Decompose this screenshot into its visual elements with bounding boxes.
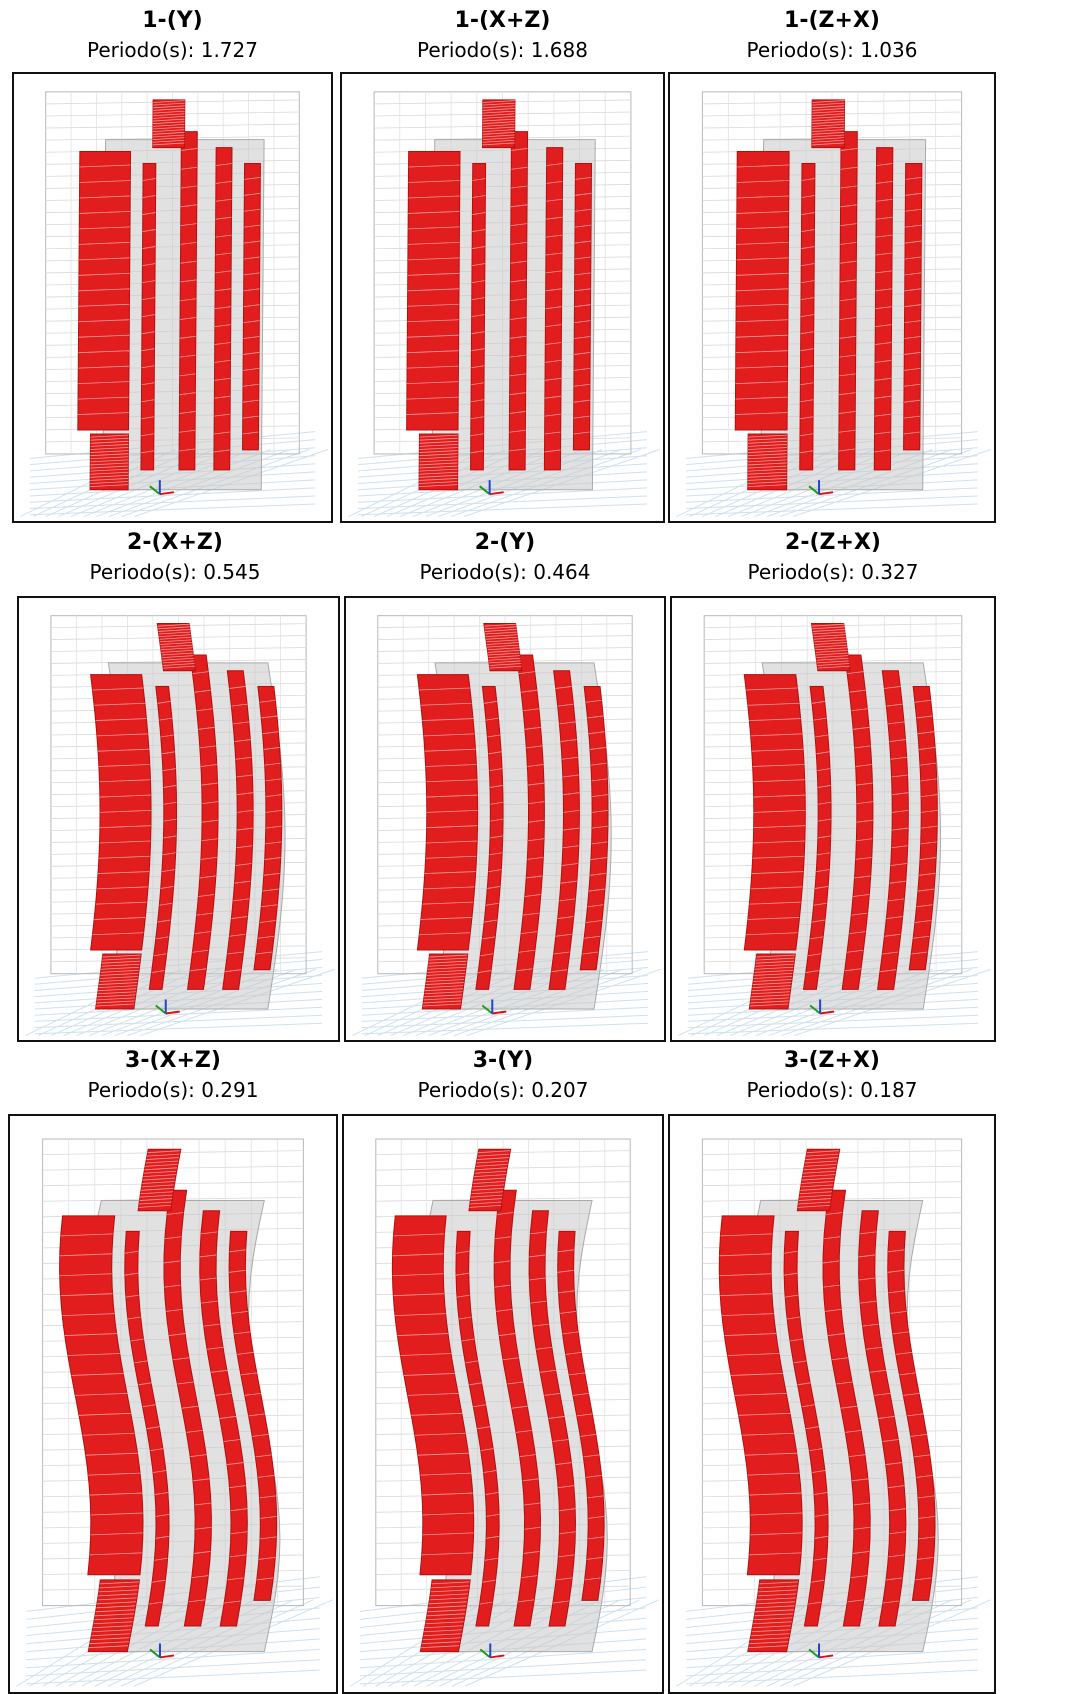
shear-wall xyxy=(178,131,198,471)
mode-shape-figure xyxy=(668,1114,996,1694)
shear-walls xyxy=(391,1148,605,1653)
mode-title: 3-(Y) xyxy=(472,1048,534,1073)
building-model-drawing xyxy=(348,91,660,518)
mode-shape-figure xyxy=(344,596,666,1042)
mode-period: Periodo(s): 0.545 xyxy=(89,560,261,584)
shear-wall xyxy=(718,1215,803,1576)
mode-panel: 3-(Y) Periodo(s): 0.207 xyxy=(342,1048,664,1694)
axis-triad xyxy=(155,999,180,1015)
mode-shape-figure xyxy=(17,596,340,1042)
mode-shape-figure xyxy=(12,72,333,523)
axis-triad xyxy=(149,480,174,496)
building-model-drawing xyxy=(678,615,991,1037)
mode-period: Periodo(s): 0.207 xyxy=(417,1078,589,1102)
mode-title: 2-(X+Z) xyxy=(127,530,223,555)
axis-triad xyxy=(481,999,507,1015)
axis-triad xyxy=(808,480,834,496)
axis-triad xyxy=(809,999,835,1015)
building-model-drawing xyxy=(20,91,328,518)
mode-title: 3-(Z+X) xyxy=(784,1048,880,1073)
shear-walls xyxy=(734,99,923,491)
shear-wall xyxy=(228,1230,278,1601)
mode-period: Periodo(s): 1.688 xyxy=(417,38,588,62)
shear-wall xyxy=(163,1189,212,1627)
axis-triad xyxy=(479,1643,505,1659)
shear-wall xyxy=(77,151,132,431)
shear-walls xyxy=(406,99,593,491)
mode-title: 1-(X+Z) xyxy=(454,8,551,33)
shear-wall xyxy=(887,1230,936,1601)
shear-walls xyxy=(90,623,283,1010)
shear-walls xyxy=(743,623,938,1010)
building-model-drawing xyxy=(350,1138,660,1687)
building-model-drawing xyxy=(352,615,661,1037)
mode-shape-figure xyxy=(340,72,665,523)
shear-wall xyxy=(858,1210,907,1627)
shear-wall xyxy=(199,1210,248,1627)
shear-walls xyxy=(77,99,261,491)
mode-panel: 3-(X+Z) Periodo(s): 0.291 xyxy=(8,1048,338,1694)
shear-wall xyxy=(90,674,152,951)
mode-panel: 1-(Y) Periodo(s): 1.727 xyxy=(10,8,335,528)
building-model-drawing xyxy=(16,1138,333,1687)
building-model-drawing xyxy=(25,615,335,1037)
mode-title: 1-(Y) xyxy=(142,8,203,33)
mode-title: 1-(Z+X) xyxy=(784,8,880,33)
shear-wall xyxy=(557,1230,605,1601)
shear-wall xyxy=(406,151,461,431)
shear-wall xyxy=(391,1215,475,1576)
shear-wall xyxy=(838,131,858,471)
mode-panel: 2-(X+Z) Periodo(s): 0.545 xyxy=(10,530,340,1045)
shear-wall xyxy=(416,674,479,951)
mode-title: 2-(Y) xyxy=(474,530,536,555)
shear-wall xyxy=(148,685,178,990)
mode-period: Periodo(s): 0.187 xyxy=(746,1078,918,1102)
mode-panel: 1-(Z+X) Periodo(s): 1.036 xyxy=(668,8,996,528)
mode-panel: 2-(Y) Periodo(s): 0.464 xyxy=(344,530,666,1045)
shear-walls xyxy=(718,1148,936,1653)
shear-wall xyxy=(802,685,832,990)
mode-shape-figure xyxy=(668,72,996,523)
mode-title: 3-(X+Z) xyxy=(125,1048,221,1073)
mode-panel: 1-(X+Z) Periodo(s): 1.688 xyxy=(340,8,665,528)
axis-triad xyxy=(479,480,504,496)
building-model-drawing xyxy=(676,91,991,518)
shear-wall xyxy=(213,147,233,471)
shear-wall xyxy=(493,1189,541,1627)
shear-wall xyxy=(508,131,529,471)
shear-walls xyxy=(416,623,609,1010)
shear-wall xyxy=(572,162,593,451)
mode-period: Periodo(s): 1.036 xyxy=(746,38,918,62)
shear-wall xyxy=(873,147,894,471)
mode-shape-figure xyxy=(8,1114,338,1694)
mode-panel: 3-(Z+X) Periodo(s): 0.187 xyxy=(668,1048,996,1694)
shear-wall xyxy=(743,674,806,951)
mode-shape-figure xyxy=(670,596,996,1042)
shear-walls xyxy=(59,1148,278,1653)
shear-wall xyxy=(242,162,261,451)
mode-period: Periodo(s): 0.327 xyxy=(747,560,919,584)
mode-period: Periodo(s): 0.291 xyxy=(87,1078,259,1102)
shear-wall xyxy=(59,1215,144,1576)
shear-wall xyxy=(822,1189,871,1627)
shear-wall xyxy=(734,151,790,431)
shear-wall xyxy=(470,162,487,471)
mode-period: Periodo(s): 0.464 xyxy=(419,560,591,584)
building-model-drawing xyxy=(676,1138,991,1687)
shear-wall xyxy=(903,162,923,451)
shear-wall xyxy=(475,685,504,990)
shear-wall xyxy=(140,162,157,471)
mode-panel: 2-(Z+X) Periodo(s): 0.327 xyxy=(670,530,996,1045)
axis-triad xyxy=(149,1643,175,1659)
mode-period: Periodo(s): 1.727 xyxy=(87,38,258,62)
shear-wall xyxy=(528,1210,577,1627)
shear-wall xyxy=(543,147,564,471)
shear-wall xyxy=(799,162,816,471)
mode-shape-figure xyxy=(342,1114,664,1694)
mode-title: 2-(Z+X) xyxy=(785,530,881,555)
axis-triad xyxy=(808,1643,834,1659)
